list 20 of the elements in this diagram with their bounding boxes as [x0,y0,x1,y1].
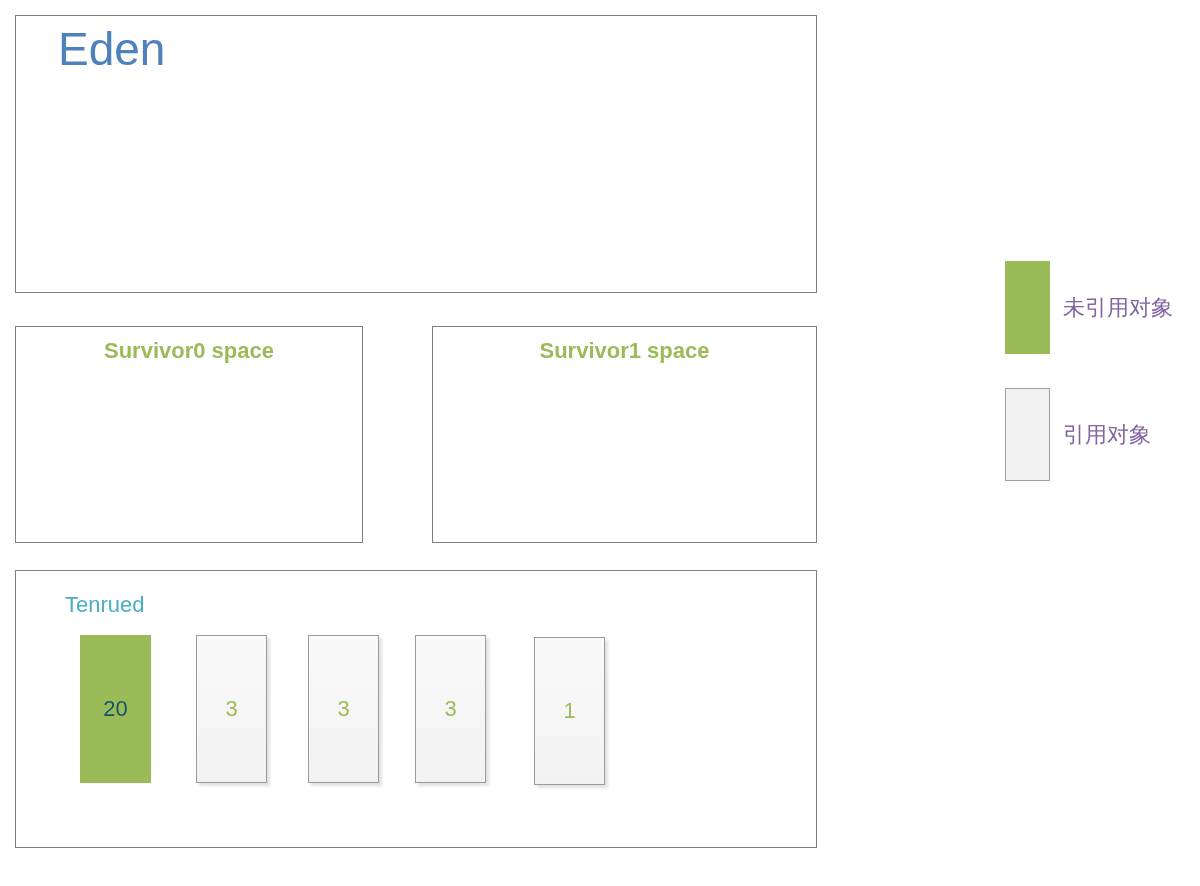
legend-label: 未引用对象 [1063,297,1173,319]
object-block [308,635,379,783]
object-value: 1 [563,700,576,722]
heap-region [15,570,817,848]
object-block [415,635,486,783]
region-title: Tenrued [65,594,145,616]
object-value: 20 [103,698,128,720]
object-block [80,635,151,783]
region-title: Survivor1 space [539,340,710,362]
object-block [534,637,605,785]
region-title: Survivor0 space [104,340,274,362]
region-title: Eden [58,26,166,72]
object-value: 3 [337,698,350,720]
heap-region [15,326,363,543]
legend-label: 引用对象 [1063,424,1151,446]
object-value: 3 [444,698,457,720]
object-block [196,635,267,783]
heap-region [15,15,817,293]
object-value: 3 [225,698,238,720]
heap-region [432,326,817,543]
